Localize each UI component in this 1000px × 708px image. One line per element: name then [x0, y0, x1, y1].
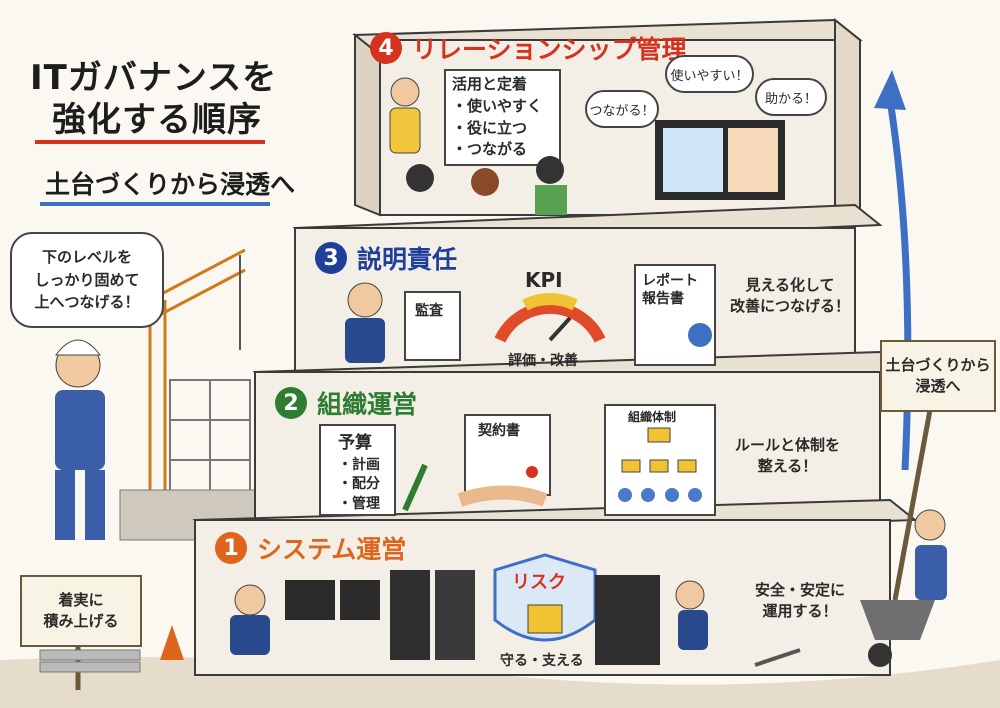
budget-notebook-icon [319, 424, 396, 516]
risk-label: リスク [512, 572, 566, 593]
tools-icon [754, 648, 801, 667]
note-line: 見える化して [745, 276, 835, 294]
main-subtitle: 土台づくりから浸透へ [45, 170, 296, 199]
sign-line: 積み上げる [43, 612, 119, 630]
server-cabinet-icon [595, 575, 660, 665]
note-line: 安全・安定に [755, 581, 846, 599]
kpi-caption: 評価・改善 [508, 353, 578, 369]
speech-bubble-helpful: 助かる！ [755, 78, 827, 116]
monitor-left-icon [285, 580, 335, 620]
audit-label: 監査 [415, 303, 443, 319]
main-title-line2: 強化する順序 [52, 100, 262, 140]
level3-note: 見える化して 改善につなげる！ [730, 275, 850, 317]
main-title-line1: ITガバナンスを [30, 58, 278, 98]
title-underline-red [35, 140, 265, 144]
speech-bubble-easy: 使いやすい！ [665, 55, 754, 93]
level1-number: 1 [215, 532, 247, 564]
cone-icon [160, 625, 184, 660]
up-arrow [886, 99, 912, 471]
risk-caption: 守る・支える [500, 653, 584, 669]
contract-icon [464, 414, 551, 496]
level2-number: 2 [275, 387, 307, 419]
sign-right: 土台づくりから 浸透へ [880, 340, 996, 412]
note-line: 整える！ [757, 457, 818, 475]
server-rack-icon [390, 570, 430, 660]
level4-heading: 4 リレーションシップ管理 [370, 30, 687, 66]
budget-title: 予算 [338, 433, 372, 453]
operator-icon [234, 584, 266, 616]
speech-bubble-connect: つながる！ [585, 90, 659, 128]
speech-line: 下のレベルを [41, 248, 132, 267]
contract-label: 契約書 [478, 423, 520, 439]
budget-item: ・管理 [338, 495, 380, 512]
budget-text: 予算 ・計画 ・配分 ・管理 [338, 432, 380, 515]
report-icon [634, 264, 716, 366]
level2-note: ルールと体制を 整える！ [735, 435, 840, 477]
budget-item: ・計画 [338, 456, 380, 473]
sign-line: 着実に [58, 591, 104, 609]
sign-line: 土台づくりから [885, 356, 991, 374]
note-line: 改善につなげる！ [730, 297, 851, 315]
note-line: ルールと体制を [735, 436, 841, 454]
worker-speech-bubble: 下のレベルを しっかり固めて 上へつなげる！ [10, 232, 164, 328]
level3-heading: 3 説明責任 [315, 240, 457, 276]
level1-note: 安全・安定に 運用する！ [755, 580, 845, 622]
note-line: 運用する！ [762, 602, 838, 620]
speech-line: しっかり固めて [34, 270, 140, 289]
clipboard-icon [404, 291, 461, 361]
building-frame [169, 379, 251, 511]
whiteboard-title: 活用と定着 [452, 75, 528, 93]
level1-heading: 1 システム運営 [215, 530, 406, 566]
whiteboard-text: 活用と定着 ・使いやすく ・役に立つ ・つながる [452, 74, 542, 161]
whiteboard-item: ・役に立つ [452, 118, 528, 137]
sign-line: 浸透へ [915, 377, 961, 395]
level3-number: 3 [315, 242, 347, 274]
level2-heading: 2 組織運営 [275, 385, 417, 421]
wheelbarrow-icon [860, 600, 935, 640]
level3-label: 説明責任 [357, 245, 458, 274]
kpi-gauge-icon [494, 301, 606, 343]
technician-icon [675, 580, 705, 610]
budget-item: ・配分 [338, 476, 380, 493]
speech-line: 上へつなげる！ [34, 293, 140, 312]
whiteboard-item: ・つながる [452, 140, 528, 159]
level4-label: リレーションシップ管理 [412, 35, 687, 64]
org-label: 組織体制 [628, 410, 677, 424]
auditor-icon [347, 282, 383, 318]
level1-label: システム運営 [257, 535, 407, 564]
report-title: レポート 報告書 [642, 273, 698, 308]
worker-right-icon [914, 509, 946, 541]
crane [148, 248, 246, 510]
subtitle-underline-blue [40, 202, 270, 206]
handshake-icon [457, 485, 548, 507]
level4-number: 4 [370, 32, 402, 64]
monitor-right-icon [340, 580, 380, 620]
kpi-label: KPI [525, 268, 563, 292]
lock-icon [527, 604, 563, 634]
whiteboard-icon [444, 69, 561, 166]
whiteboard-item: ・使いやすく [452, 96, 543, 115]
level2-label: 組織運営 [317, 390, 418, 419]
sign-left: 着実に 積み上げる [20, 575, 142, 647]
